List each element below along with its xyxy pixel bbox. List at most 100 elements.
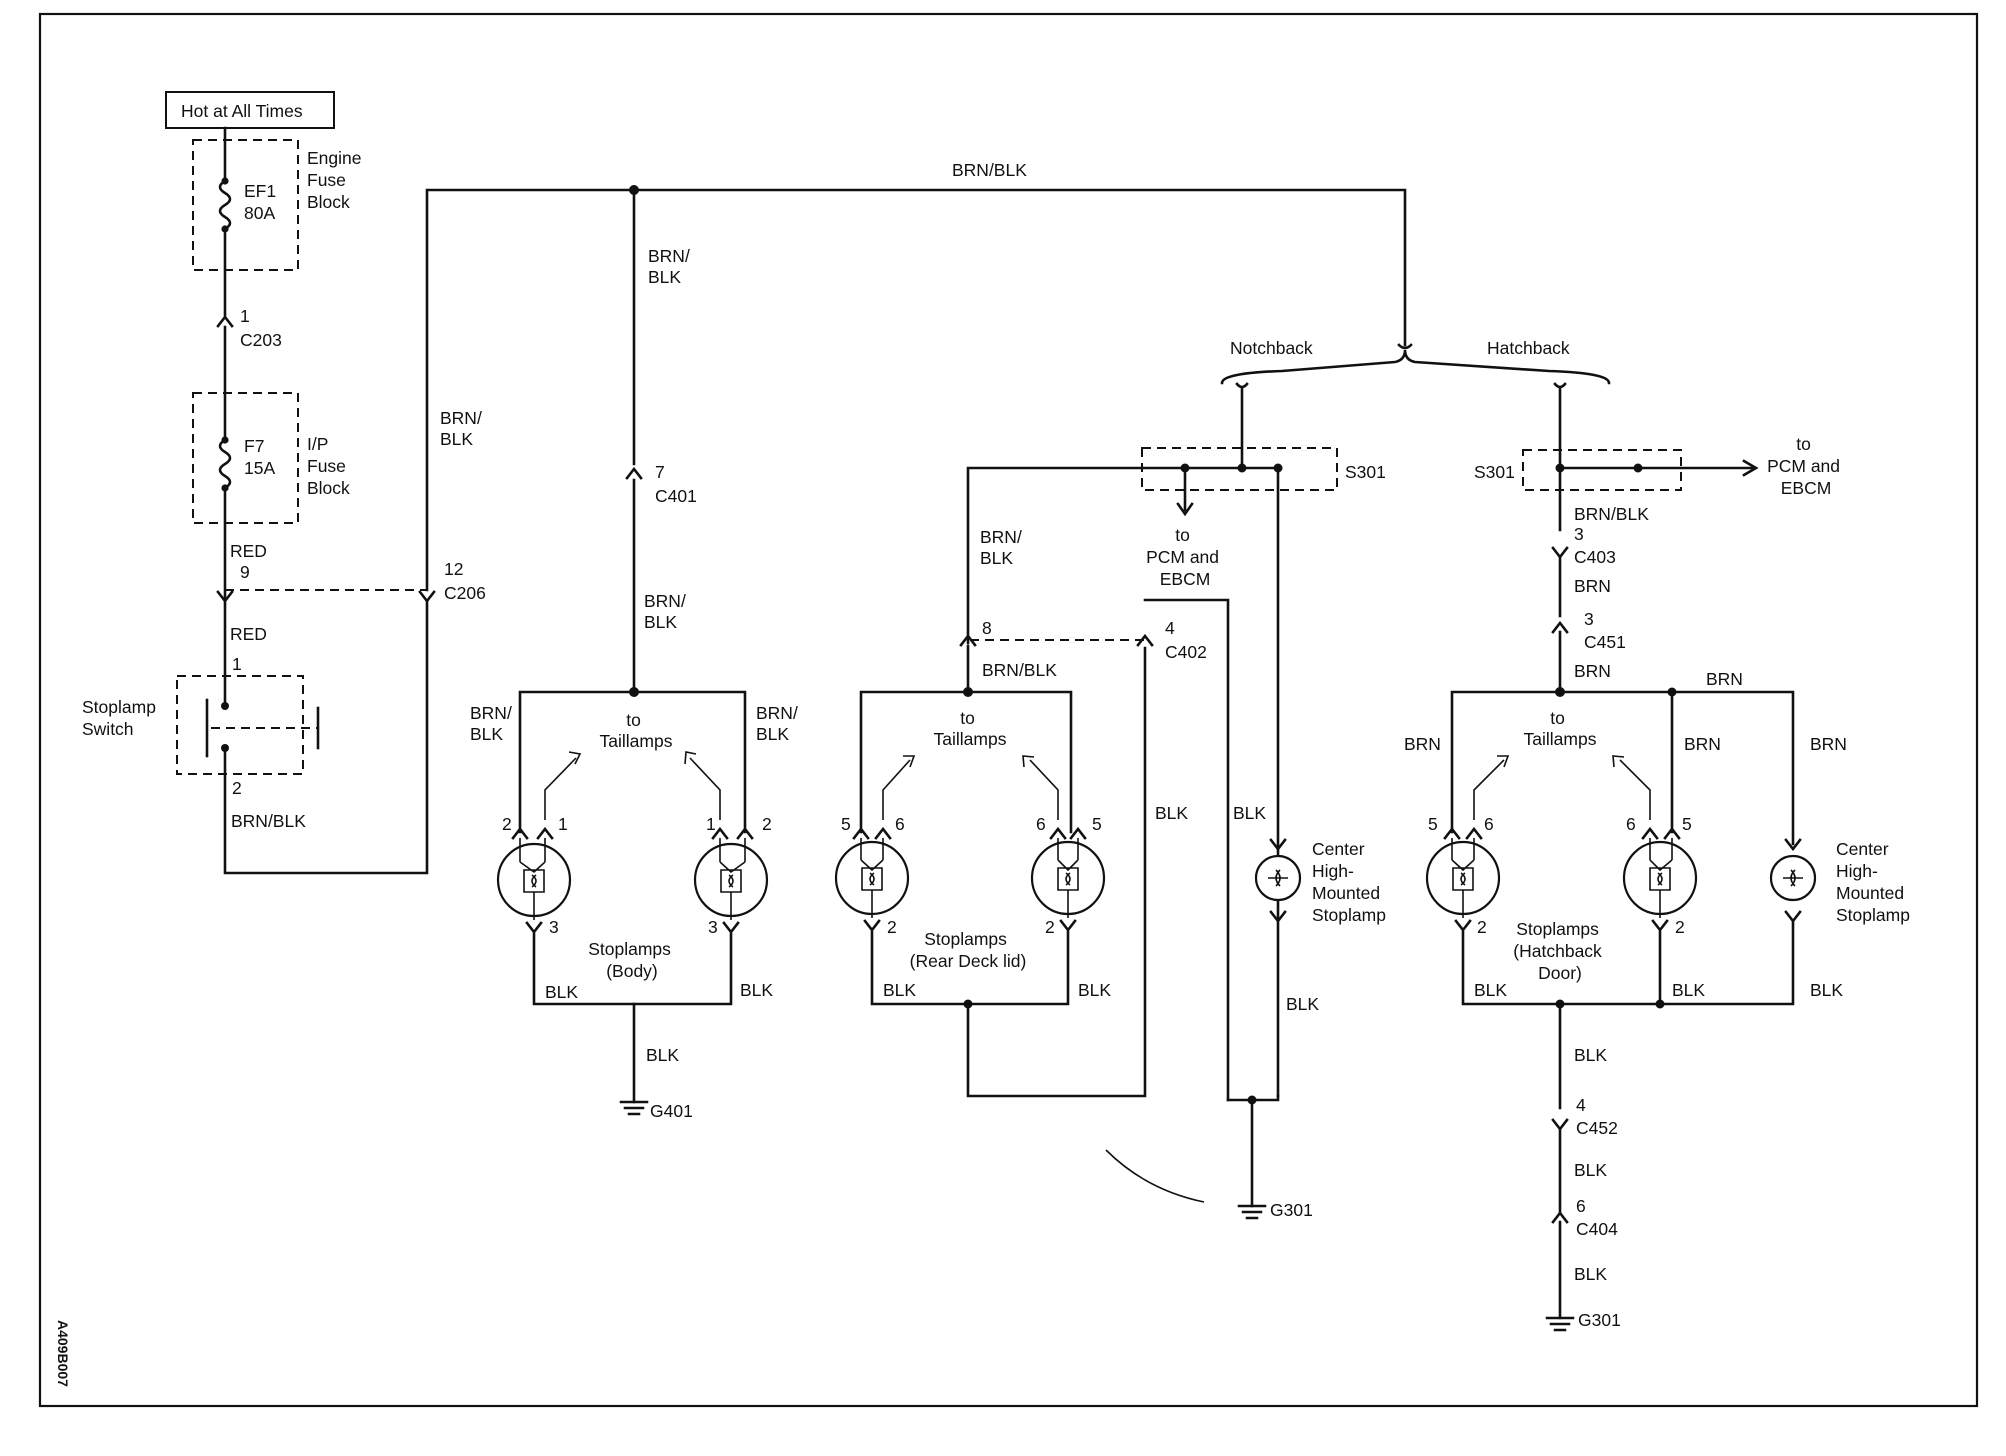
notchback-label: Notchback <box>1230 338 1313 358</box>
c452-pin: 4 <box>1576 1095 1586 1115</box>
wire-blk-hatch-left: BLK <box>1474 980 1507 1000</box>
connector-c206 <box>418 590 436 604</box>
connector-c452 <box>1551 1118 1569 1132</box>
wire-blk-hatch-g301: BLK <box>1574 1264 1607 1284</box>
stoplamps-deck-label: Stoplamps (Rear Deck lid) <box>910 929 1027 971</box>
deck-lid-stoplamps-section: S301 to PCM and EBCM BRN/ BLK 8 4 C402 B… <box>834 382 1386 1220</box>
switch-pin-1: 1 <box>232 654 242 674</box>
wire-brn-blk-deck: BRN/BLK <box>982 660 1057 680</box>
lamp-hatch-left-pin-6: 6 <box>1484 814 1494 834</box>
stoplamp-switch-box <box>176 675 304 775</box>
to-taillamps-hatch: to Taillamps <box>1524 708 1597 749</box>
wire-brn-blk-body-left: BRN/ BLK <box>470 703 517 744</box>
c451-pin: 3 <box>1584 609 1594 629</box>
body-style-split: Notchback Hatchback <box>1220 338 1611 385</box>
lamp-deck-left-pin-6: 6 <box>895 814 905 834</box>
wire-brn-blk-hatch-feed: BRN/BLK <box>1574 504 1649 524</box>
wire-blk-hatch-c404: BLK <box>1574 1160 1607 1180</box>
c203-name: C203 <box>240 330 282 350</box>
wire-brn-hatch-2: BRN <box>1574 661 1611 681</box>
c404-name: C404 <box>1576 1219 1618 1239</box>
wire-blk-deck-left: BLK <box>883 980 916 1000</box>
hot-at-all-times-label: Hot at All Times <box>181 101 303 121</box>
red-pin-9: 9 <box>240 562 250 582</box>
document-id: A409B007 <box>55 1320 71 1387</box>
lamp-body-left-pin-1: 1 <box>558 814 568 834</box>
hot-at-all-times-box <box>165 91 335 129</box>
connector-c203 <box>216 314 234 328</box>
connector-c404 <box>1551 1210 1569 1224</box>
wire-brn-blk-body-lower: BRN/ BLK <box>644 591 691 632</box>
ground-g401-symbol <box>619 1100 649 1116</box>
wire-red-label-2: RED <box>230 624 267 644</box>
ip-fuse-block-label: I/P Fuse Block <box>307 434 351 498</box>
lamp-deck-right-pin-6: 6 <box>1036 814 1046 834</box>
c451-name: C451 <box>1584 632 1626 652</box>
lamp-hatch-right-pin-5: 5 <box>1682 814 1692 834</box>
wire-red-label-1: RED <box>230 541 267 561</box>
body-stoplamps-section: BRN/ BLK 7 C401 BRN/ BLK BRN/ BLK BRN/ B… <box>470 188 798 1121</box>
c203-pin: 1 <box>240 306 250 326</box>
connector-c403 <box>1551 546 1569 560</box>
wire-blk-hatch-right: BLK <box>1810 980 1843 1000</box>
connector-c402-pin8 <box>959 633 977 647</box>
wire-blk-body-right: BLK <box>740 980 773 1000</box>
c452-name: C452 <box>1576 1118 1618 1138</box>
lamp-body-right-pin-2: 2 <box>762 814 772 834</box>
connector-c451 <box>1551 620 1569 634</box>
c206-name: C206 <box>444 583 486 603</box>
switch-pin-2: 2 <box>232 778 242 798</box>
chmsl-hatchback-label: Center High- Mounted Stoplamp <box>1836 839 1910 925</box>
lamp-deck-right-pin-2: 2 <box>1045 917 1055 937</box>
c401-name: C401 <box>655 486 697 506</box>
lamp-hatch-right-pin-2: 2 <box>1675 917 1685 937</box>
c403-pin: 3 <box>1574 524 1584 544</box>
stoplamps-body-label: Stoplamps (Body) <box>588 939 676 981</box>
ground-g301-notch-symbol <box>1237 1204 1267 1220</box>
wire-blk-c402-riser: BLK <box>1155 803 1188 823</box>
to-pcm-ebcm-hatchback: to PCM and EBCM <box>1767 434 1845 498</box>
c206-pin: 12 <box>444 559 463 579</box>
ground-g401-label: G401 <box>650 1101 693 1121</box>
c403-name: C403 <box>1574 547 1616 567</box>
lamp-deck-left-pin-2: 2 <box>887 917 897 937</box>
wire-brn-blk-top: BRN/BLK <box>952 160 1027 180</box>
wire-brn-hatch-top: BRN <box>1706 669 1743 689</box>
to-taillamps-deck: to Taillamps <box>934 708 1007 749</box>
wire-blk-hatch-c452: BLK <box>1574 1045 1607 1065</box>
wire-brn-hatch-right: BRN <box>1810 734 1847 754</box>
to-pcm-ebcm-notchback: to PCM and EBCM <box>1146 525 1224 589</box>
c401-pin: 7 <box>655 462 665 482</box>
ground-g301-notch-label: G301 <box>1270 1200 1313 1220</box>
lamp-hatch-left-pin-5: 5 <box>1428 814 1438 834</box>
notchback-hatchback-brace <box>1220 349 1611 385</box>
chmsl-notchback-label: Center High- Mounted Stoplamp <box>1312 839 1386 925</box>
c404-pin: 6 <box>1576 1196 1586 1216</box>
hatchback-label: Hatchback <box>1487 338 1570 358</box>
engine-fuse-block-label: Engine Fuse Block <box>307 148 366 212</box>
ip-fuse-block <box>192 392 299 524</box>
engine-fuse-block <box>192 139 299 271</box>
lamp-deck-right-pin-5: 5 <box>1092 814 1102 834</box>
lamp-hatch-left-pin-2: 2 <box>1477 917 1487 937</box>
splice-s301-hatchback <box>1522 449 1682 491</box>
power-feed-section: Hot at All Times Engine Fuse Block EF1 8… <box>82 91 486 875</box>
diagram-frame <box>38 12 1979 1408</box>
wire-blk-body-left: BLK <box>545 982 578 1002</box>
lamp-body-left-pin-2: 2 <box>502 814 512 834</box>
c402-name: C402 <box>1165 642 1207 662</box>
connector-c402 <box>1136 633 1154 647</box>
c402-pin: 4 <box>1165 618 1175 638</box>
fuse-ef1-symbol <box>218 179 232 231</box>
lamp-deck-left-pin-5: 5 <box>841 814 851 834</box>
stoplamps-hatch-label: Stoplamps (Hatchback Door) <box>1513 919 1606 983</box>
wire-blk-deck-right: BLK <box>1078 980 1111 1000</box>
lamp-body-left-pin-3: 3 <box>549 917 559 937</box>
s301-notchback-label: S301 <box>1345 462 1386 482</box>
lamp-hatch-right-pin-6: 6 <box>1626 814 1636 834</box>
wire-crossover-symbol <box>1397 343 1413 350</box>
ground-g301-hatch-symbol <box>1545 1316 1575 1332</box>
wire-brn-blk-notchback-feed: BRN/ BLK <box>980 527 1027 568</box>
s301-hatchback-label: S301 <box>1474 462 1515 482</box>
